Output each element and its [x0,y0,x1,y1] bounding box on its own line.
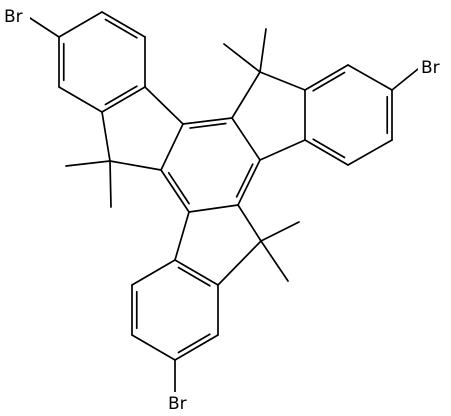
bromine-label-bottom: Br [168,394,187,414]
single-bond-line [144,86,184,125]
single-bond-line [131,334,176,361]
single-bond-line [101,111,111,162]
substituent-bond-line [260,221,300,242]
single-bond-line [58,86,103,113]
bromine-label-right: Br [421,58,440,78]
single-bond-line [174,211,190,261]
substituent-bond-line [391,68,419,91]
single-bond-line [188,204,239,213]
bromine-label-top-left: Br [4,7,23,27]
single-bond-line [58,11,103,38]
single-bond-line [304,139,349,166]
single-bond-line [231,71,261,119]
single-bond-line [231,117,261,161]
single-bond-line [237,204,262,242]
single-bond-line [160,123,184,171]
substituent-bond-line [29,17,60,38]
double-bond-inner-line [104,18,138,39]
substituent-bond-line [259,28,267,73]
single-bond-line [109,160,162,171]
double-bond-inner-line [312,138,346,159]
single-bond-line [174,259,219,286]
single-bond-line [101,11,146,38]
double-bond-inner-line [312,71,346,92]
single-bond-line [259,71,306,91]
double-bond-inner-line [104,85,138,106]
single-bond-line [101,86,146,113]
single-bond-line [174,334,219,361]
double-bond-inner-line [177,266,211,287]
single-bond-line [182,117,233,125]
single-bond-line [237,159,261,206]
substituent-bond-line [109,160,112,208]
single-bond-line [347,139,393,166]
double-bond-inner-line [235,163,254,198]
substituent-bond-line [65,160,111,167]
label-mask [165,392,195,416]
single-bond-line [131,259,176,286]
substituent-bond-line [260,240,289,282]
substituent-bond-line [223,43,261,73]
label-mask [2,5,30,29]
bond-lines [29,11,419,393]
single-bond-line [217,240,262,286]
double-bond-inner-line [177,333,211,354]
double-bond-inner-line [167,171,190,205]
single-bond-line [160,169,190,213]
single-bond-line [304,64,349,91]
single-bond-line [259,139,306,161]
label-mask [418,56,448,80]
double-bond-inner-line [189,122,227,129]
single-bond-line [347,64,393,91]
